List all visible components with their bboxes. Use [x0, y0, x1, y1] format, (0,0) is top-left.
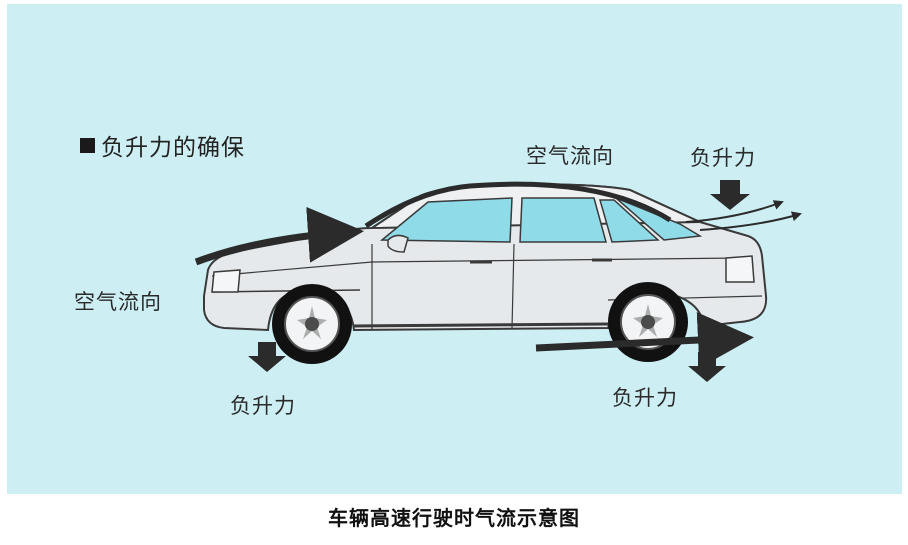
airflow-trail-arrow-2	[699, 211, 802, 231]
airflow-under-arrow	[535, 312, 754, 369]
section-heading: 负升力的确保	[80, 128, 245, 162]
airflow-trail-arrow-1	[685, 200, 784, 223]
downforce-rear-top-arrow	[710, 180, 750, 210]
downforce-rear-wheel-arrow	[688, 352, 726, 382]
quarter-window	[599, 199, 660, 243]
airflow-hood-arrow	[194, 206, 364, 266]
side-mirror	[387, 234, 409, 253]
front-window	[379, 197, 513, 243]
label-downforce-top-right: 负升力	[690, 146, 756, 170]
label-airflow-top: 空气流向	[526, 144, 614, 168]
rear-wheel	[608, 282, 688, 362]
label-downforce-rear-wheel: 负升力	[612, 386, 678, 410]
heading-text: 负升力的确保	[101, 135, 245, 161]
label-airflow-front: 空气流向	[74, 290, 162, 314]
taillight	[725, 255, 755, 283]
headlight	[211, 269, 241, 293]
front-wheel	[272, 284, 352, 364]
downforce-front-wheel-arrow	[248, 342, 286, 372]
heading-marker-square	[80, 137, 95, 153]
airflow-roof-arrow	[364, 181, 672, 229]
label-downforce-front-wheel: 负升力	[230, 394, 296, 418]
rear-door-window	[519, 197, 607, 243]
diagram-caption: 车辆高速行驶时气流示意图	[328, 506, 580, 530]
